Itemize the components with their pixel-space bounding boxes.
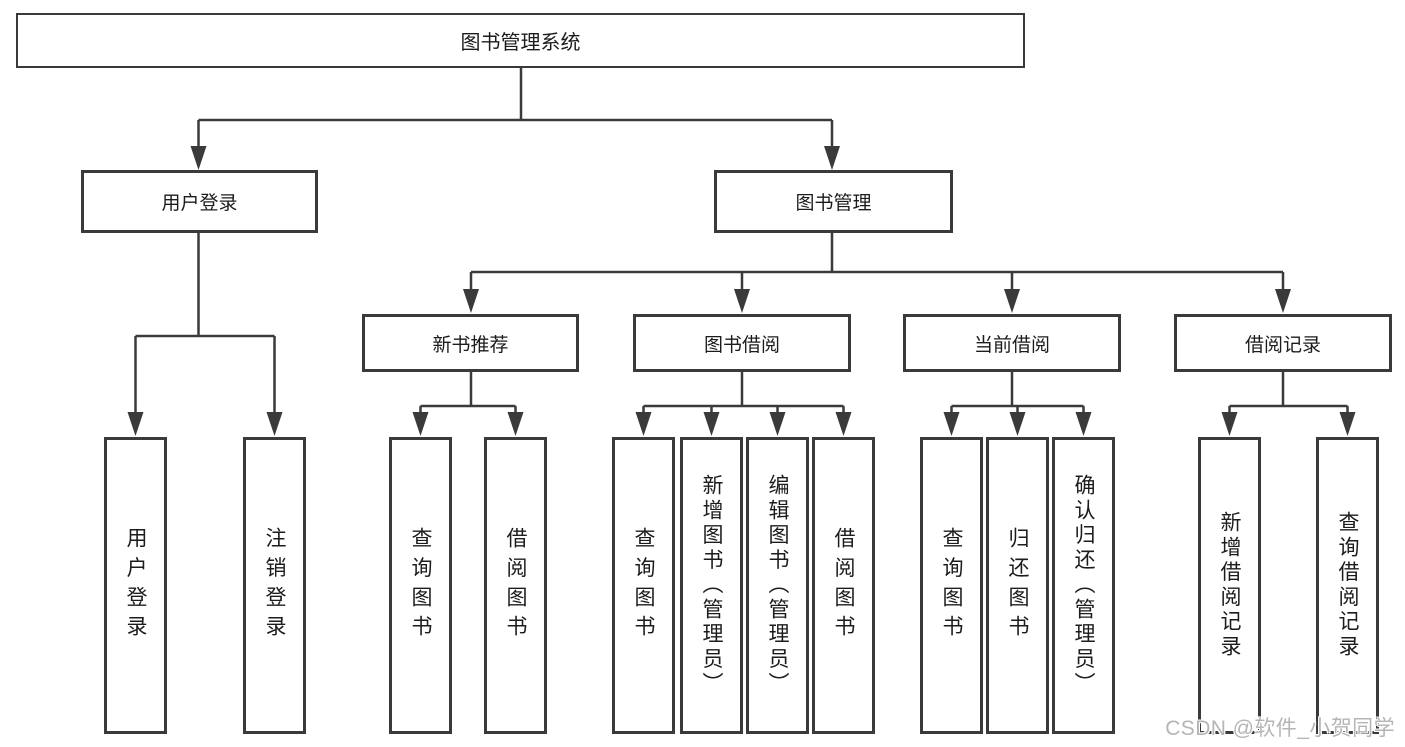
node-label: 新增图书（管理员）	[700, 473, 723, 698]
leaf-query-books-current: 查询图书	[920, 437, 983, 734]
node-label: 当前借阅	[973, 334, 1050, 356]
node-label: 查询图书	[940, 526, 963, 645]
node-label: 编辑图书（管理员）	[766, 473, 789, 698]
leaf-add-books-admin: 新增图书（管理员）	[680, 437, 743, 734]
leaf-return-books: 归还图书	[986, 437, 1049, 734]
leaf-query-books-borrowing: 查询图书	[612, 437, 675, 734]
node-book-borrowing: 图书借阅	[633, 314, 851, 372]
node-label: 图书管理系统	[460, 32, 581, 54]
node-label: 用户登录	[161, 193, 238, 214]
node-label: 用户登录	[124, 526, 147, 645]
node-label: 确认归还（管理员）	[1072, 473, 1095, 698]
leaf-query-books-recommend: 查询图书	[389, 437, 452, 734]
node-label: 查询图书	[409, 526, 432, 645]
leaf-confirm-return-admin: 确认归还（管理员）	[1052, 437, 1115, 734]
leaf-logout: 注销登录	[243, 437, 306, 734]
node-label: 借阅图书	[504, 526, 527, 645]
node-label: 借阅记录	[1244, 334, 1321, 356]
node-label: 归还图书	[1006, 526, 1029, 645]
node-label: 查询图书	[632, 526, 655, 645]
node-label: 注销登录	[263, 526, 286, 645]
node-label: 新增借阅记录	[1218, 511, 1241, 660]
node-label: 查询借阅记录	[1336, 511, 1359, 660]
node-user-login: 用户登录	[81, 170, 318, 233]
node-current-borrowing: 当前借阅	[903, 314, 1121, 372]
node-label: 借阅图书	[832, 526, 855, 645]
leaf-query-borrow-record: 查询借阅记录	[1316, 437, 1379, 734]
node-label: 新书推荐	[432, 334, 509, 356]
leaf-add-borrow-record: 新增借阅记录	[1198, 437, 1261, 734]
csdn-watermark: CSDN @软件_小贺同学	[1165, 717, 1395, 740]
node-label: 图书管理	[795, 193, 872, 214]
node-book-management: 图书管理	[714, 170, 953, 233]
node-borrow-records: 借阅记录	[1174, 314, 1392, 372]
leaf-user-login: 用户登录	[104, 437, 167, 734]
node-system-root: 图书管理系统	[16, 13, 1025, 68]
node-new-book-recommend: 新书推荐	[362, 314, 579, 372]
node-label: 图书借阅	[703, 334, 780, 356]
leaf-borrow-books: 借阅图书	[812, 437, 875, 734]
leaf-borrow-books-recommend: 借阅图书	[484, 437, 547, 734]
leaf-edit-books-admin: 编辑图书（管理员）	[746, 437, 809, 734]
